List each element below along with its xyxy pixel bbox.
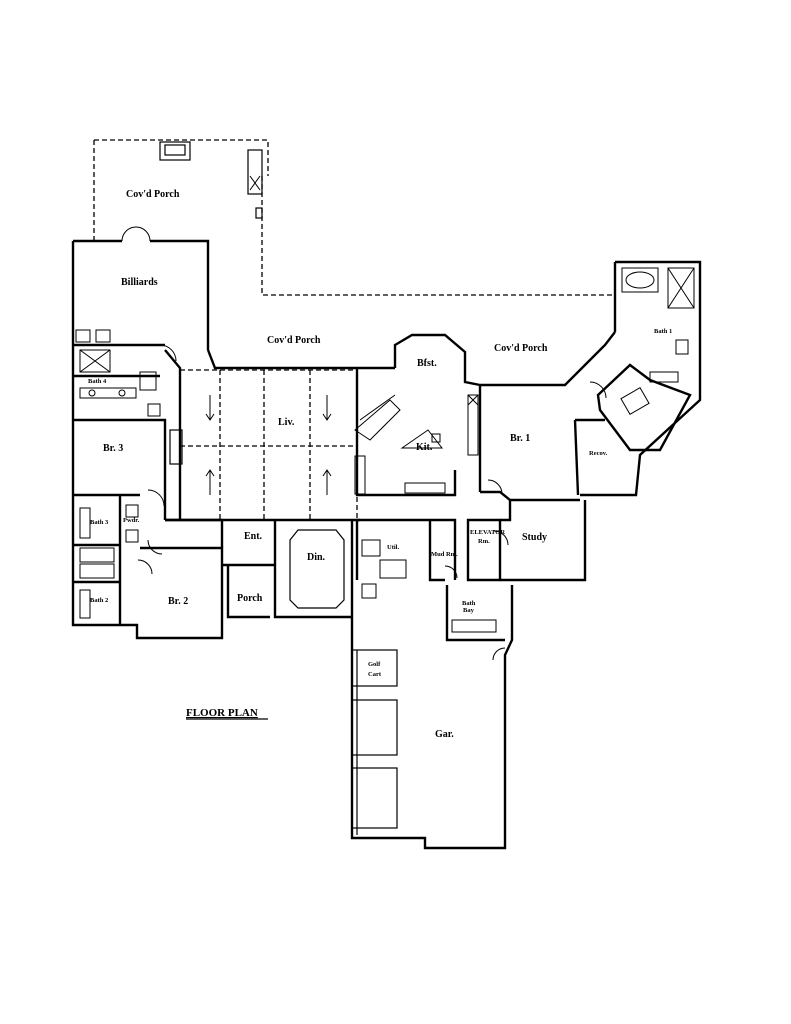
bedroom-1 (480, 479, 580, 502)
label-study: Study (522, 532, 547, 543)
billiards-room (71, 226, 210, 350)
label-br2: Br. 2 (168, 596, 188, 607)
master-suite (480, 260, 702, 497)
room-labels: Cov'd Porch Billiards Cov'd Porch Cov'd … (88, 189, 672, 740)
label-covd-porch-north: Cov'd Porch (126, 189, 180, 200)
label-elevator-line2: Rm. (478, 538, 490, 545)
garage (350, 585, 514, 850)
label-covd-porch-middle: Cov'd Porch (267, 335, 321, 346)
label-br3: Br. 3 (103, 443, 123, 454)
label-entry: Ent. (244, 531, 263, 542)
label-bay-line1: Bath (462, 600, 476, 607)
label-kitchen: Kit. (416, 442, 433, 453)
label-bath2: Bath 2 (90, 597, 108, 604)
label-utility: Util. (387, 544, 399, 551)
west-wing-walls (71, 344, 224, 640)
label-bath1: Bath 1 (654, 328, 672, 335)
label-bath4: Bath 4 (88, 378, 107, 385)
label-billiards: Billiards (121, 277, 158, 288)
plan-title: FLOOR PLAN (186, 707, 258, 719)
label-living: Liv. (278, 417, 295, 428)
service-core (220, 500, 587, 619)
label-bath3: Bath 3 (90, 519, 109, 526)
label-covd-porch-east: Cov'd Porch (494, 343, 548, 354)
label-bkfst: Bfst. (417, 358, 437, 369)
label-dining: Din. (307, 552, 326, 563)
label-porch: Porch (237, 593, 263, 604)
kitchen-breakfast (354, 333, 482, 497)
label-powder: Pwdr. (123, 517, 140, 524)
label-br1: Br. 1 (510, 433, 530, 444)
label-golf-cart-line2: Cart (368, 671, 382, 678)
label-bay-line2: Bay (463, 607, 475, 614)
label-golf-cart-line1: Golf (368, 661, 381, 668)
covd-porch-north-outline (93, 139, 612, 296)
label-garage: Gar. (435, 729, 454, 740)
label-elevator-line1: ELEVATOR (470, 529, 505, 536)
label-recov: Recov. (589, 450, 608, 457)
label-mud-room: Mud Rm. (431, 551, 458, 558)
